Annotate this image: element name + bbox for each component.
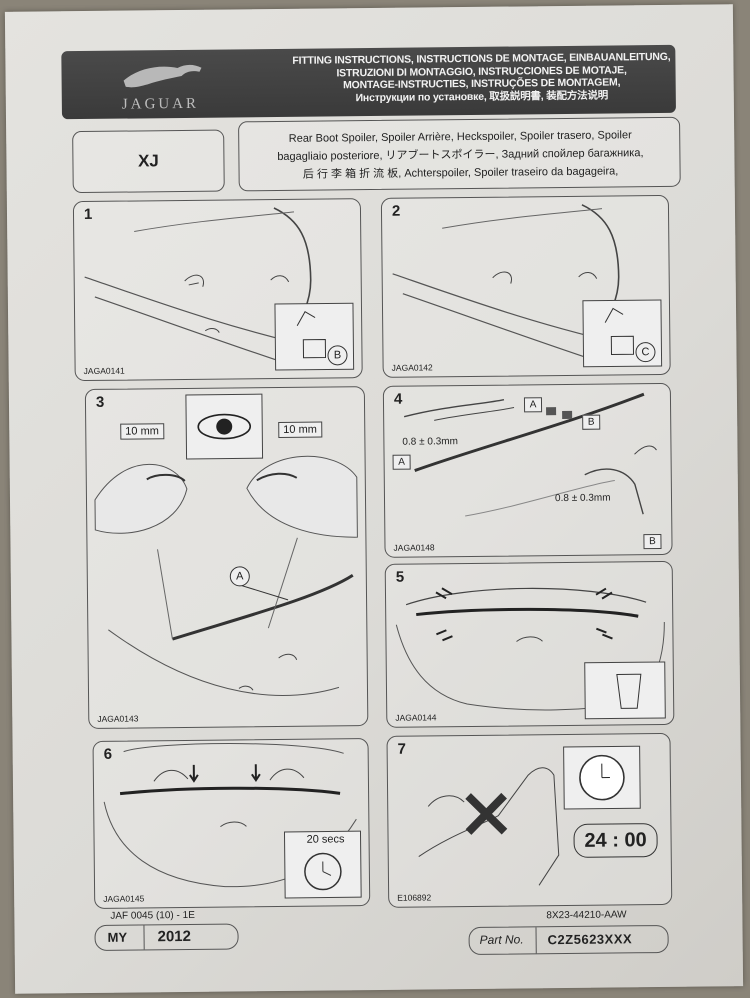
step-5-illustration [395, 587, 666, 720]
step-1-illustration [84, 207, 355, 371]
figure-code: JAGA0145 [103, 893, 145, 904]
leaping-cat-icon [123, 64, 202, 88]
title-lines: FITTING INSTRUCTIONS, INSTRUCTIONS DE MO… [291, 51, 672, 105]
gap-tolerance-a: 0.8 ± 0.3mm [402, 436, 458, 448]
step-number: 1 [83, 205, 93, 224]
detail-label-a: A [523, 397, 543, 413]
header-banner: JAGUAR FITTING INSTRUCTIONS, INSTRUCTION… [61, 44, 676, 120]
divider [535, 927, 538, 954]
model-box: XJ [72, 129, 225, 194]
document-code: JAF 0045 (10) - 1E [110, 909, 195, 922]
detail-label-a: A [392, 454, 411, 470]
description-line: 后 行 李 箱 折 流 板, Achterspoiler, Spoiler tr… [302, 165, 619, 181]
step-number: 5 [395, 568, 405, 586]
figure-code: JAGA0144 [395, 712, 437, 723]
description-box: Rear Boot Spoiler, Spoiler Arrière, Heck… [238, 116, 681, 192]
brand-wordmark: JAGUAR [121, 95, 200, 113]
step-6-illustration [103, 743, 362, 899]
gap-dimension-right: 10 mm [278, 421, 322, 438]
figure-code: JAGA0141 [83, 365, 125, 377]
detail-label-b: B [582, 414, 601, 430]
step-number: 3 [95, 393, 105, 411]
figure-code: JAGA0142 [391, 362, 433, 373]
step-number: 2 [391, 202, 401, 220]
gap-dimension-left: 10 mm [120, 423, 164, 440]
step-1-panel: 1 B JAGA0141 [72, 198, 363, 382]
step-badge: B [327, 345, 348, 366]
cure-timer: 24 : 00 [573, 823, 658, 858]
step-6-panel: 6 20 secs JAGA0145 [92, 738, 371, 909]
jaguar-logo: JAGUAR [101, 57, 242, 114]
gap-tolerance-b: 0.8 ± 0.3mm [554, 492, 611, 505]
part-number-value: C2Z5623XXX [547, 931, 633, 948]
model-year-box: MY 2012 [94, 923, 239, 951]
step-2-panel: 2 C JAGA0142 [380, 194, 671, 378]
step-badge: C [635, 342, 656, 363]
step-4-illustration [403, 392, 657, 517]
reference-code: 8X23-44210-AAW [546, 909, 627, 922]
part-number-label: Part No. [479, 932, 524, 947]
step-2-illustration [392, 204, 663, 368]
instruction-sheet: JAGUAR FITTING INSTRUCTIONS, INSTRUCTION… [4, 4, 744, 994]
step-5-panel: 5 JAGA0144 [384, 560, 675, 728]
model-year-value: 2012 [157, 927, 192, 946]
step-3-illustration [94, 393, 358, 696]
model-name: XJ [137, 151, 159, 171]
figure-code: JAGA0143 [97, 713, 139, 724]
step-number: 7 [397, 740, 407, 758]
product-description: Rear Boot Spoiler, Spoiler Arrière, Heck… [249, 126, 672, 184]
divider [143, 925, 146, 950]
part-label-a: A [229, 566, 250, 587]
press-duration: 20 secs [306, 833, 345, 846]
part-number-box: Part No. C2Z5623XXX [468, 924, 669, 956]
detail-label-b: B [643, 533, 662, 550]
figure-code: E106892 [397, 892, 432, 903]
figure-code: JAGA0148 [393, 542, 435, 553]
step-7-panel: 7 E106892 [386, 732, 673, 908]
step-7-illustration [418, 745, 641, 886]
step-4-panel: 4 0.8 ± 0.3mm 0.8 ± 0.3mm A A B B JAGA01… [382, 382, 673, 558]
model-year-label: MY [107, 929, 128, 945]
step-number: 6 [103, 745, 113, 763]
step-3-panel: 3 10 mm 10 mm A JAGA0143 [84, 386, 369, 730]
step-number: 4 [393, 390, 403, 408]
